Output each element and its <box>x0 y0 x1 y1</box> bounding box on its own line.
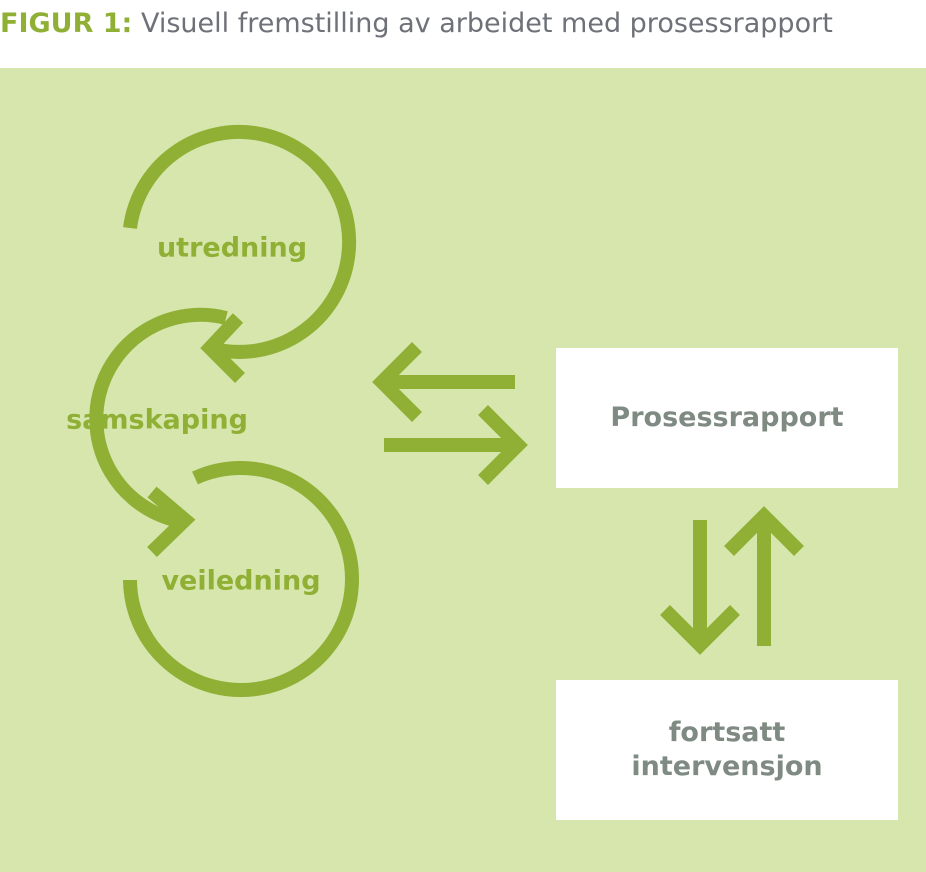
prosessrapport-box: Prosessrapport <box>556 348 898 488</box>
cycle-label-samskaping: samskaping <box>66 404 248 436</box>
intervention-label-line2: intervensjon <box>631 751 823 782</box>
intervention-label-line1: fortsatt <box>668 717 786 748</box>
figure-title-text: Visuell fremstilling av arbeidet med pro… <box>132 8 833 39</box>
arrow-right-head <box>478 405 528 485</box>
figure-title: FIGUR 1: Visuell fremstilling av arbeide… <box>0 4 833 44</box>
arrow-left-head <box>372 342 422 422</box>
arrow-up-head <box>724 506 804 556</box>
arrowhead-utredning <box>200 313 245 383</box>
intervention-box: fortsatt intervensjon <box>556 680 898 820</box>
figure-label: FIGUR 1: <box>0 8 133 39</box>
prosessrapport-label: Prosessrapport <box>610 402 844 433</box>
cycle-label-utredning: utredning <box>156 232 308 264</box>
arrowhead-samskaping <box>147 486 196 558</box>
cycle-arc-utredning <box>123 124 357 359</box>
cycle-arc-veiledning <box>123 461 359 698</box>
cycle-label-veiledning: veiledning <box>161 565 321 597</box>
cycle-arc-samskaping <box>89 307 228 527</box>
intervention-label: fortsatt intervensjon <box>631 716 822 784</box>
arrow-down-head <box>660 605 740 655</box>
